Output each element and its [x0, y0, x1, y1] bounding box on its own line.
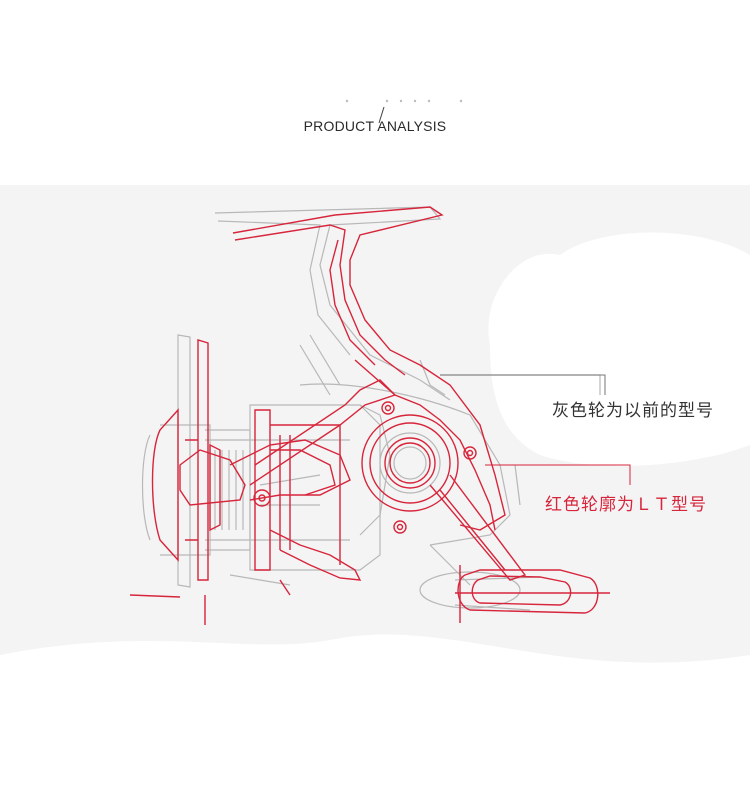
leader-line-gray	[440, 374, 606, 395]
red-outline-lt-model	[129, 206, 610, 625]
leader-line-red	[485, 464, 631, 485]
product-diagram-area: 灰色轮为以前的型号 红色轮廓为ＬＴ型号	[0, 185, 750, 802]
white-wave-bottom	[0, 634, 750, 802]
previous-model-label: 灰色轮为以前的型号	[552, 401, 714, 421]
lt-model-label: 红色轮廓为ＬＴ型号	[545, 495, 707, 515]
white-backdrop-blob	[488, 232, 750, 466]
decorative-dots	[345, 99, 463, 103]
slash-accent	[378, 106, 385, 124]
page-title: PRODUCT ANALYSIS	[303, 118, 447, 134]
gray-outline-previous-model	[141, 206, 601, 611]
reel-diagram	[0, 206, 750, 802]
header: PRODUCT ANALYSIS	[0, 0, 750, 185]
